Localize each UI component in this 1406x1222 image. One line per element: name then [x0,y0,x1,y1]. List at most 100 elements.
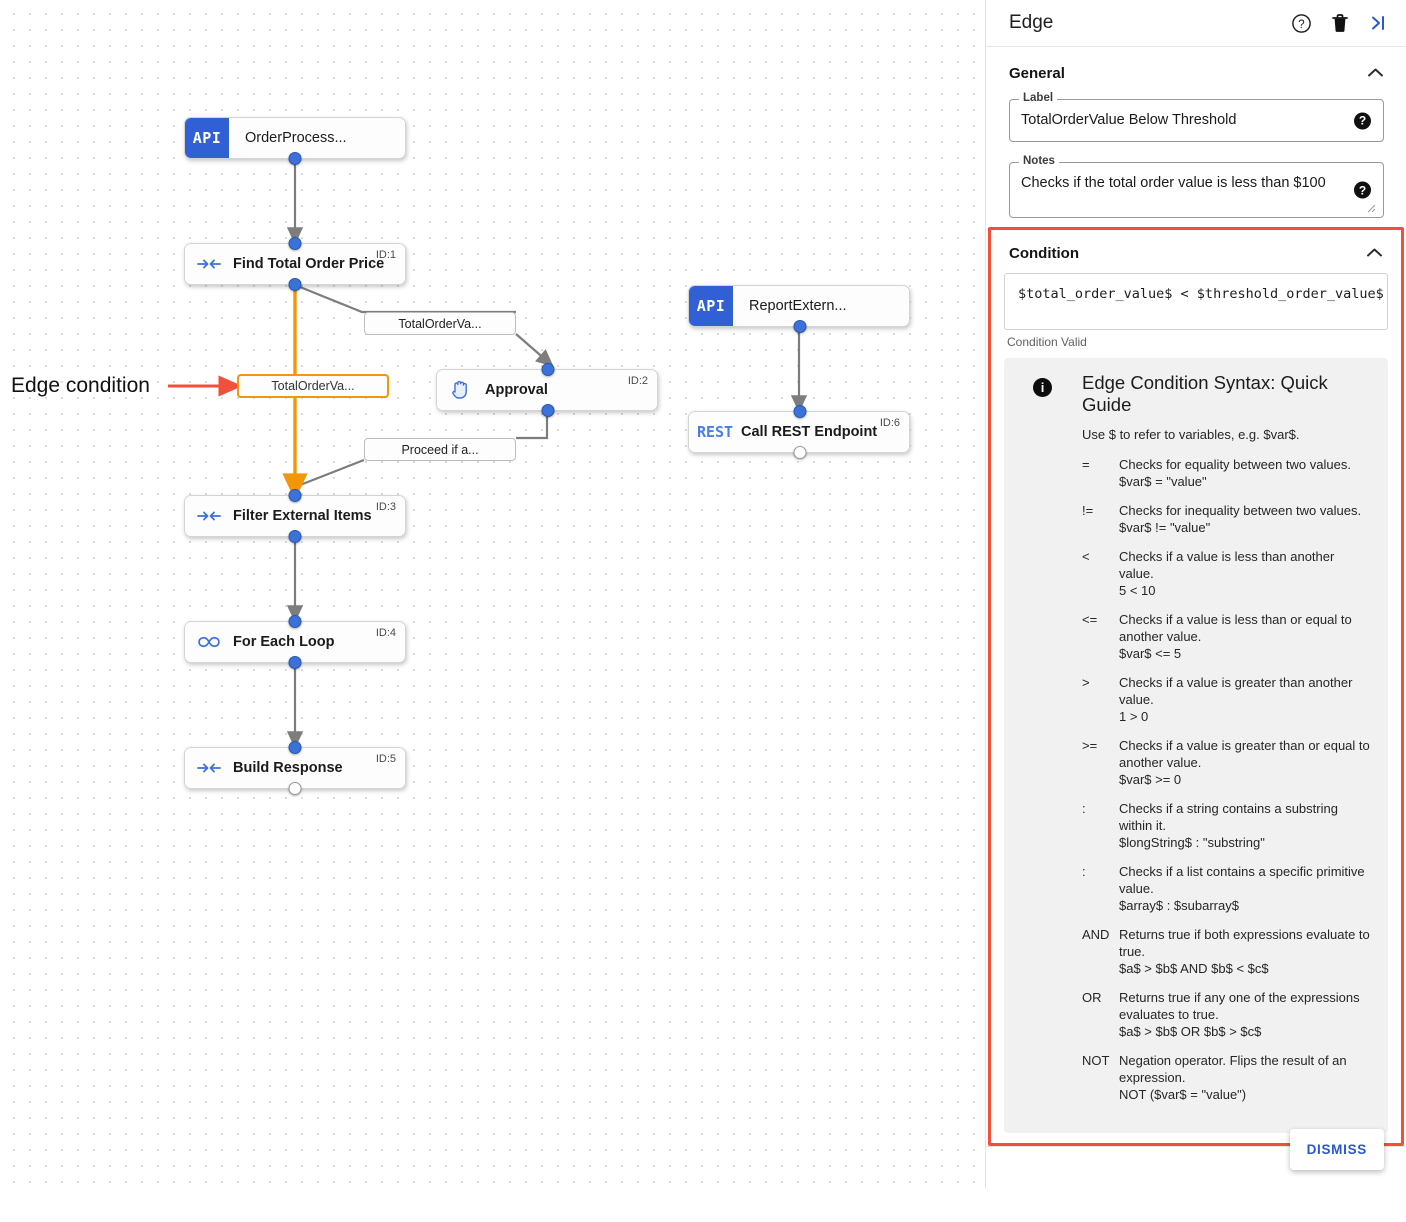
operator-example: $a$ > $b$ OR $b$ > $c$ [1119,1024,1262,1039]
notes-field[interactable]: Notes Checks if the total order value is… [1009,155,1384,218]
node-approval[interactable]: Approval ID:2 [436,363,658,417]
operator-row: >=Checks if a value is greater than or e… [1082,737,1372,789]
api-badge-icon: API [689,286,733,326]
node-label: Call REST Endpoint [741,424,878,440]
node-label: Build Response [233,760,343,776]
node-output-port-open[interactable] [288,782,302,795]
operator-row: != Checks for inequality between two valu… [1082,502,1372,537]
node-for-each-loop[interactable]: For Each Loop ID:4 [184,615,406,669]
node-output-port[interactable] [288,278,302,291]
node-output-port[interactable] [288,656,302,669]
node-report-extern[interactable]: API ReportExtern... [688,285,910,333]
node-id-label: ID:6 [879,417,900,429]
label-field[interactable]: Label TotalOrderValue Below Threshold ? [1009,92,1384,142]
node-input-port[interactable] [288,237,302,250]
node-input-port[interactable] [288,489,302,502]
node-filter-external-items[interactable]: Filter External Items ID:3 [184,489,406,543]
label-help-icon[interactable]: ? [1354,112,1371,129]
node-id-label: ID:2 [627,375,648,387]
operator-symbol: : [1082,864,1086,879]
operator-symbol: : [1082,801,1086,816]
node-output-port[interactable] [541,404,555,417]
workflow-canvas[interactable]: API OrderProcess... Find Total Order Pri… [0,0,985,1189]
node-output-port-open[interactable] [793,446,807,459]
notes-field-value[interactable]: Checks if the total order value is less … [1021,175,1326,191]
condition-expression-input[interactable]: $total_order_value$ < $threshold_order_v… [1004,273,1388,330]
condition-expression-value: $total_order_value$ < $threshold_order_v… [1018,286,1384,302]
node-input-port[interactable] [288,741,302,754]
general-section-header[interactable]: General [1002,47,1390,92]
operator-example: $var$ <= 5 [1119,646,1182,661]
dismiss-button[interactable]: DISMISS [1289,1129,1384,1170]
node-label: For Each Loop [233,634,335,650]
node-order-process[interactable]: API OrderProcess... [184,117,406,165]
node-label: Filter External Items [233,508,372,524]
hand-icon [437,379,485,401]
section-title: General [1009,65,1065,82]
operator-example: NOT ($var$ = "value") [1119,1087,1247,1102]
node-call-rest-endpoint[interactable]: REST Call REST Endpoint ID:6 [688,405,910,459]
operator-row: >Checks if a value is greater than anoth… [1082,674,1372,726]
operator-description: Checks if a list contains a specific pri… [1119,864,1365,896]
panel-header: Edge ? [986,0,1406,47]
operator-description: Checks if a value is greater than or equ… [1119,738,1370,770]
arrows-merge-icon [185,760,233,776]
guide-subtitle: Use $ to refer to variables, e.g. $var$. [1082,427,1300,442]
resize-grip-icon[interactable] [1367,204,1376,213]
operator-example: $var$ = "value" [1119,474,1207,489]
help-icon[interactable]: ? [1291,13,1312,34]
operator-description: Checks for inequality between two values… [1119,503,1362,518]
guide-title: Edge Condition Syntax: Quick Guide [1082,372,1328,415]
label-field-value[interactable]: TotalOrderValue Below Threshold [1021,112,1237,128]
operator-example: $a$ > $b$ AND $b$ < $c$ [1119,961,1269,976]
operator-symbol: != [1082,503,1094,518]
node-output-port[interactable] [288,152,302,165]
condition-section: Condition $total_order_value$ < $thresho… [988,227,1404,1146]
edge-label-proceed-if[interactable]: Proceed if a... [364,438,516,461]
operator-symbol: NOT [1082,1053,1110,1068]
node-find-total-order-price[interactable]: Find Total Order Price ID:1 [184,237,406,291]
chevron-up-icon[interactable] [1366,246,1383,261]
page-title: Edge [1009,12,1054,33]
node-label: OrderProcess... [245,130,347,146]
syntax-quick-guide: i Edge Condition Syntax: Quick Guide Use… [1004,358,1388,1133]
operator-description: Checks if a string contains a substring … [1119,801,1338,833]
infinity-icon [185,634,233,650]
node-output-port[interactable] [793,320,807,333]
arrows-merge-icon [185,508,233,524]
annotation-edge-condition: Edge condition [11,374,150,397]
operator-description: Returns true if any one of the expressio… [1119,990,1360,1022]
notes-field-legend: Notes [1019,155,1059,167]
condition-section-header[interactable]: Condition [1004,230,1388,273]
node-build-response[interactable]: Build Response ID:5 [184,741,406,795]
operator-example: 5 < 10 [1119,583,1156,598]
operator-row: <=Checks if a value is less than or equa… [1082,611,1372,663]
svg-text:?: ? [1298,19,1304,31]
edge-properties-panel: Edge ? G [985,0,1406,1189]
collapse-panel-icon[interactable] [1368,14,1389,32]
operator-list: =Checks for equality between two values.… [1082,456,1372,1104]
node-id-label: ID:1 [375,249,396,261]
api-badge-icon: API [185,118,229,158]
node-output-port[interactable] [288,530,302,543]
node-label: Find Total Order Price [233,256,385,272]
node-input-port[interactable] [288,615,302,628]
node-label: ReportExtern... [749,298,847,314]
operator-symbol: > [1082,675,1090,690]
node-input-port[interactable] [793,405,807,418]
edge-label-total-order-value-upper[interactable]: TotalOrderVa... [364,312,516,335]
delete-icon[interactable] [1331,13,1349,33]
operator-row: : Checks if a list contains a specific pr… [1082,863,1372,915]
notes-help-icon[interactable]: ? [1354,181,1371,199]
chevron-up-icon[interactable] [1367,66,1384,81]
edge-label-total-order-value-selected[interactable]: TotalOrderVa... [237,374,389,398]
section-title: Condition [1009,245,1079,262]
operator-symbol: AND [1082,927,1110,942]
node-input-port[interactable] [541,363,555,376]
operator-example: $array$ : $subarray$ [1119,898,1239,913]
operator-row: <Checks if a value is less than another … [1082,548,1372,600]
node-id-label: ID:4 [375,627,396,639]
operator-symbol: = [1082,457,1090,472]
